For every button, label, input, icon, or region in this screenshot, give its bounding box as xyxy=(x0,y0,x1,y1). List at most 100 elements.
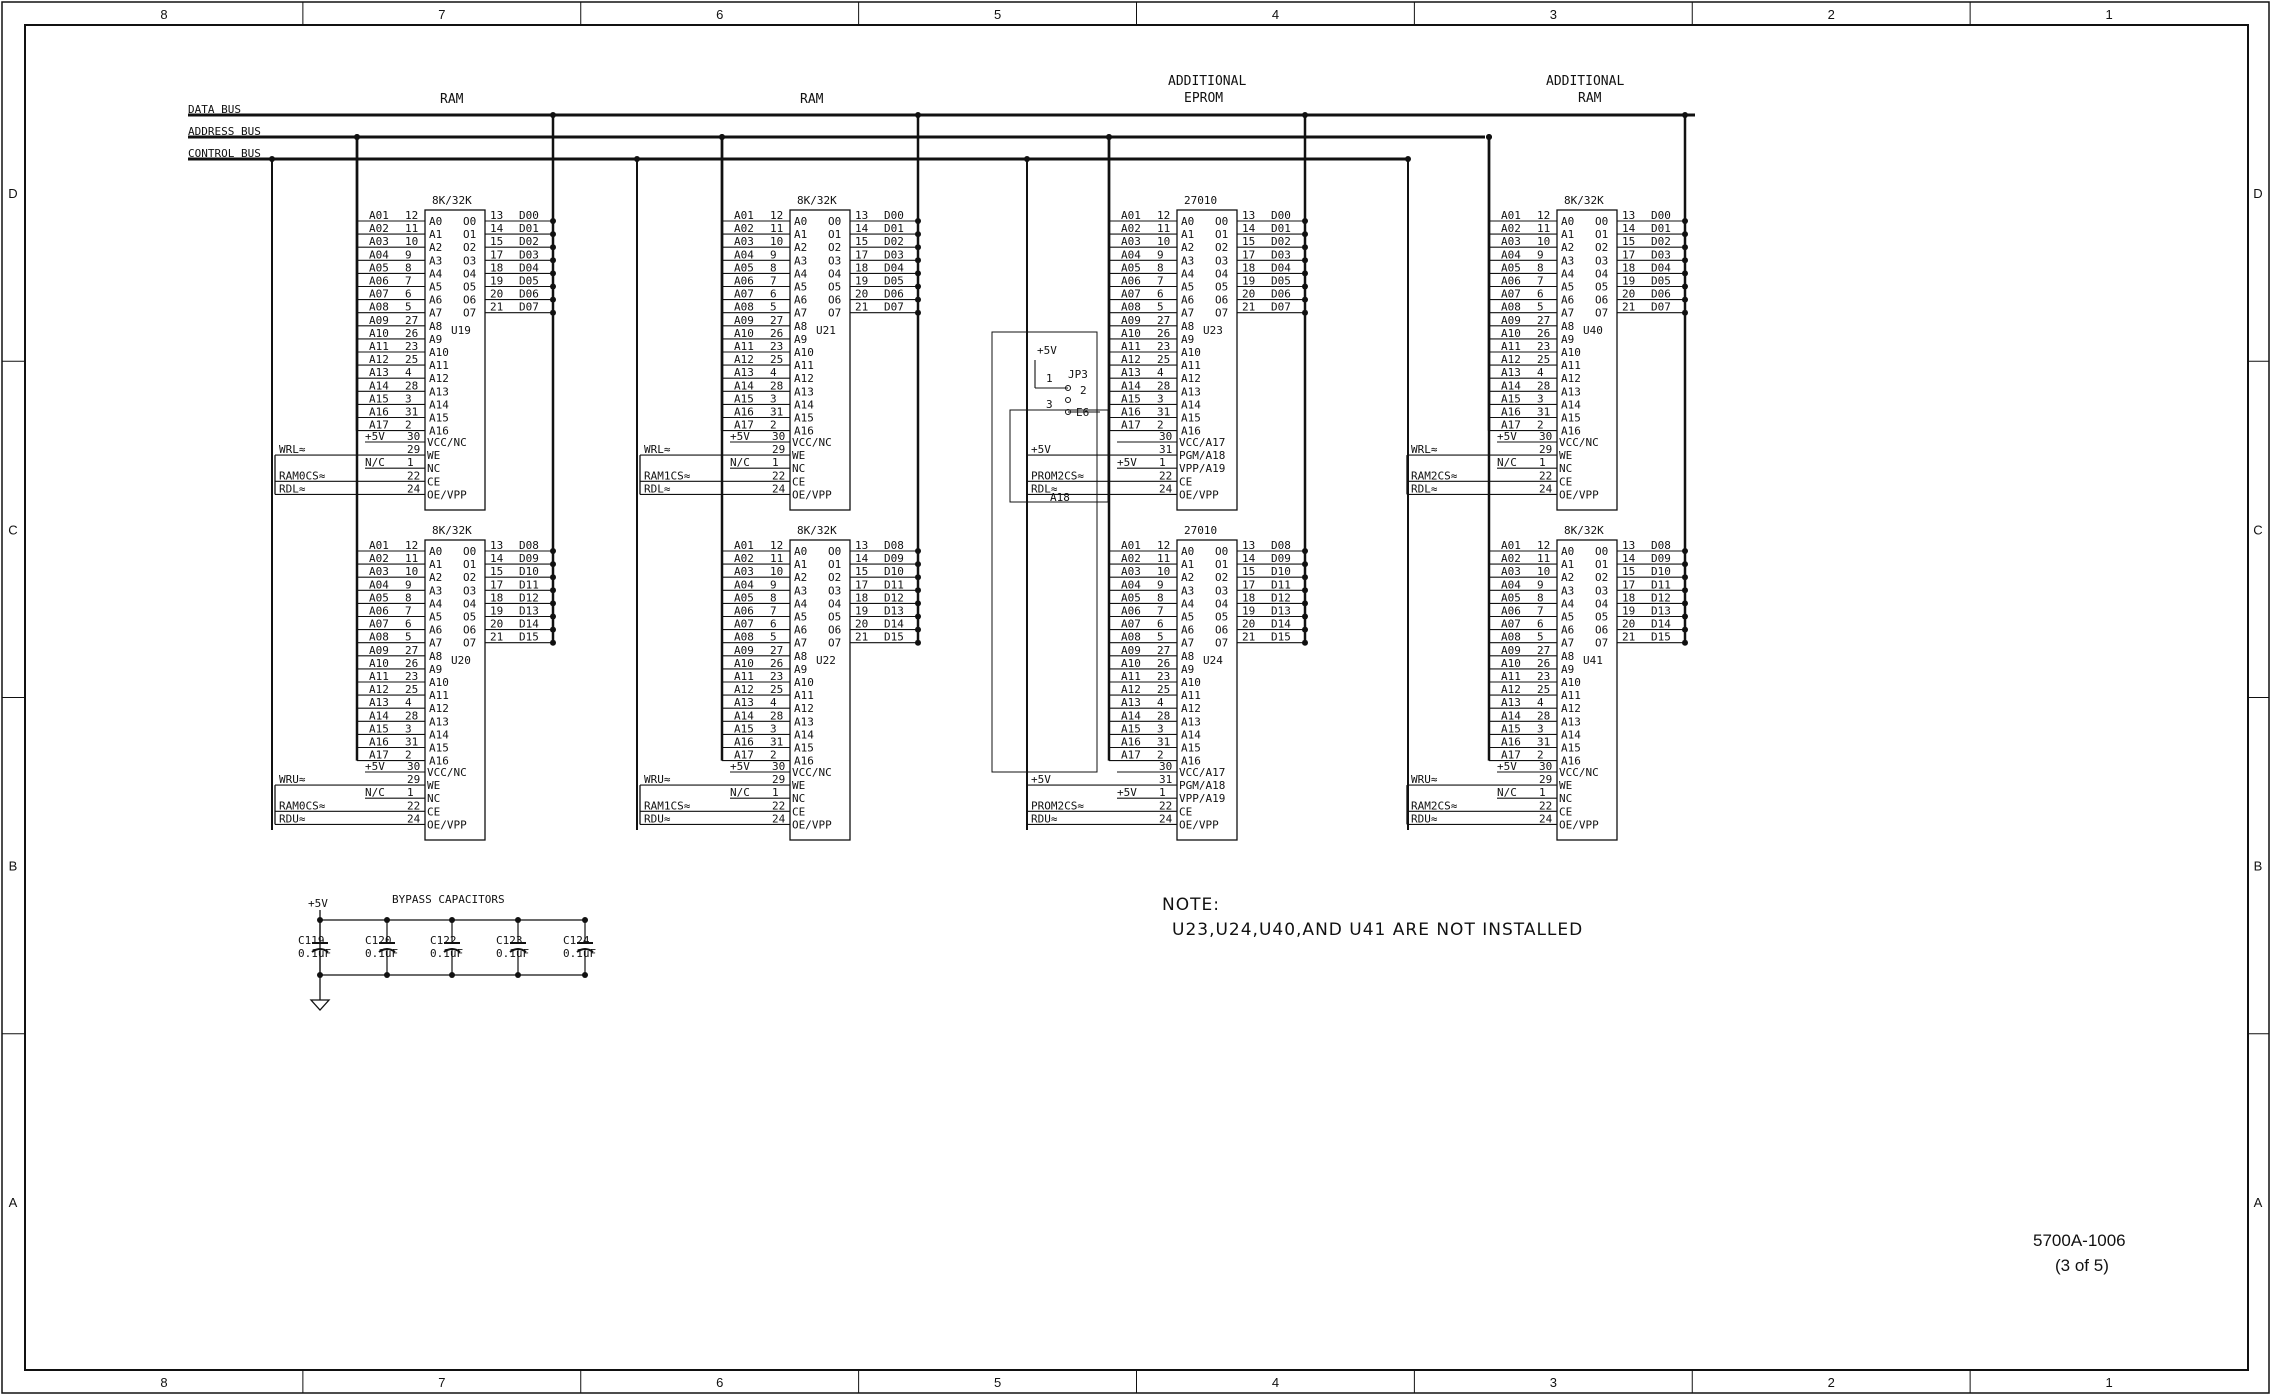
addr-pinno-u40: 27 xyxy=(1537,314,1550,327)
addr-pinno-u20: 28 xyxy=(405,709,418,722)
addr-pinname-u21: A3 xyxy=(794,254,807,267)
addr-pinname-u41: A4 xyxy=(1561,597,1575,610)
addr-pinname-u24: A8 xyxy=(1181,650,1194,663)
addr-pinno-u20: 23 xyxy=(405,670,418,683)
ctrl-net-u24: PROM2CS≈ xyxy=(1031,799,1084,812)
data-signal-u21: D00 xyxy=(884,209,904,222)
data-pinno-u23: 13 xyxy=(1242,209,1255,222)
addr-signal-u19: A14 xyxy=(369,379,389,392)
jp3-pin xyxy=(1065,409,1071,415)
data-pinname-u23: O1 xyxy=(1215,228,1228,241)
data-signal-u20: D08 xyxy=(519,539,539,552)
cap-ref-C120: C120 xyxy=(365,934,392,947)
jumper-path xyxy=(1009,409,1109,503)
doc-number: 5700A-1006 xyxy=(2033,1231,2126,1250)
data-signal-u21: D06 xyxy=(884,288,904,301)
addr-signal-u23: A09 xyxy=(1121,314,1141,327)
addr-pinno-u23: 31 xyxy=(1157,406,1170,419)
ctrl-pinname-u22: NC xyxy=(792,792,805,805)
addr-signal-u41: A08 xyxy=(1501,631,1521,644)
addr-pinname-u24: A14 xyxy=(1181,728,1201,741)
addr-pinname-u22: A12 xyxy=(794,702,814,715)
ctrl-pinno-u20: 29 xyxy=(407,773,420,786)
jp3-a18: A18 xyxy=(1050,491,1070,504)
data-pinno-u23: 17 xyxy=(1242,248,1255,261)
chip-part-u24: 27010 xyxy=(1184,524,1217,537)
ctrl-pinno-u23: 1 xyxy=(1159,456,1166,469)
chip-body-u22 xyxy=(789,539,851,841)
data-signal-u23: D02 xyxy=(1271,235,1291,248)
addr-pinno-u24: 9 xyxy=(1157,578,1164,591)
zone-label-bottom: 8 xyxy=(160,1375,167,1390)
data-pinno-u21: 14 xyxy=(855,222,869,235)
cap-ref-C123: C123 xyxy=(496,934,523,947)
data-signal-u19: D07 xyxy=(519,301,539,314)
zone-label-top: 4 xyxy=(1272,7,1279,22)
addr-pinname-u20: A11 xyxy=(429,689,449,702)
addr-signal-u23: A16 xyxy=(1121,406,1141,419)
ctrl-pinname-u40: VCC/NC xyxy=(1559,436,1599,449)
ctrl-net-u20: +5V xyxy=(365,760,385,773)
data-pinname-u22: O7 xyxy=(828,637,841,650)
cap-value-C124: 0.1uF xyxy=(563,947,596,960)
zone-label-right: A xyxy=(2254,1195,2263,1210)
data-pinname-u40: O2 xyxy=(1595,241,1608,254)
data-signal-u19: D04 xyxy=(519,261,539,274)
addr-pinname-u40: A4 xyxy=(1561,267,1575,280)
jumper-enclosure xyxy=(991,331,1098,773)
addr-pinno-u41: 25 xyxy=(1537,683,1550,696)
ctrl-net-u40: RDL≈ xyxy=(1411,482,1438,495)
addr-pinno-u21: 3 xyxy=(770,392,777,405)
data-pinname-u22: O3 xyxy=(828,584,841,597)
addr-pinno-u40: 23 xyxy=(1537,340,1550,353)
addr-signal-u21: A17 xyxy=(734,419,754,432)
data-pinno-u22: 17 xyxy=(855,578,868,591)
data-bus-junction xyxy=(1682,112,1688,118)
addr-pinno-u19: 3 xyxy=(405,392,412,405)
data-signal-u23: D06 xyxy=(1271,288,1291,301)
data-signal-u21: D05 xyxy=(884,275,904,288)
addr-pinno-u22: 4 xyxy=(770,696,777,709)
data-signal-u20: D10 xyxy=(519,565,539,578)
addr-pinname-u22: A8 xyxy=(794,650,807,663)
cap-junction xyxy=(449,972,455,978)
addr-signal-u19: A08 xyxy=(369,301,389,314)
addr-signal-u40: A16 xyxy=(1501,406,1521,419)
addr-pinname-u21: A2 xyxy=(794,241,807,254)
ctrl-bus-junction xyxy=(269,156,275,162)
addr-signal-u41: A04 xyxy=(1501,578,1521,591)
addr-signal-u40: A05 xyxy=(1501,261,1521,274)
ctrl-net-u24: +5V xyxy=(1031,773,1051,786)
addr-pinname-u23: A13 xyxy=(1181,385,1201,398)
addr-signal-u22: A01 xyxy=(734,539,754,552)
ctrl-net-u40: +5V xyxy=(1497,430,1517,443)
addr-signal-u21: A04 xyxy=(734,248,754,261)
ctrl-net-u41: N/C xyxy=(1497,786,1517,799)
cap-junction xyxy=(317,917,323,923)
addr-pinname-u21: A1 xyxy=(794,228,807,241)
data-pinname-u40: O0 xyxy=(1595,215,1608,228)
ground-icon xyxy=(309,999,331,1011)
addr-pinno-u21: 12 xyxy=(770,209,783,222)
data-pinno-u23: 15 xyxy=(1242,235,1255,248)
chip-ref-u19: U19 xyxy=(451,324,471,337)
ctrl-net-u40: N/C xyxy=(1497,456,1517,469)
addr-pinno-u41: 2 xyxy=(1537,749,1544,762)
data-pinname-u41: O5 xyxy=(1595,611,1608,624)
bypass-title: BYPASS CAPACITORS xyxy=(392,893,505,906)
addr-pinname-u23: A3 xyxy=(1181,254,1194,267)
addr-pinno-u24: 12 xyxy=(1157,539,1170,552)
addr-signal-u41: A12 xyxy=(1501,683,1521,696)
addr-signal-u19: A03 xyxy=(369,235,389,248)
addr-signal-u20: A07 xyxy=(369,618,389,631)
data-pinno-u41: 17 xyxy=(1622,578,1635,591)
ctrl-pinno-u40: 1 xyxy=(1539,456,1546,469)
addr-signal-u22: A10 xyxy=(734,657,754,670)
data-pinno-u20: 18 xyxy=(490,591,503,604)
data-pinname-u24: O6 xyxy=(1215,624,1228,637)
addr-signal-u23: A06 xyxy=(1121,275,1141,288)
data-signal-u22: D11 xyxy=(884,578,904,591)
ctrl-pinname-u19: NC xyxy=(427,462,440,475)
